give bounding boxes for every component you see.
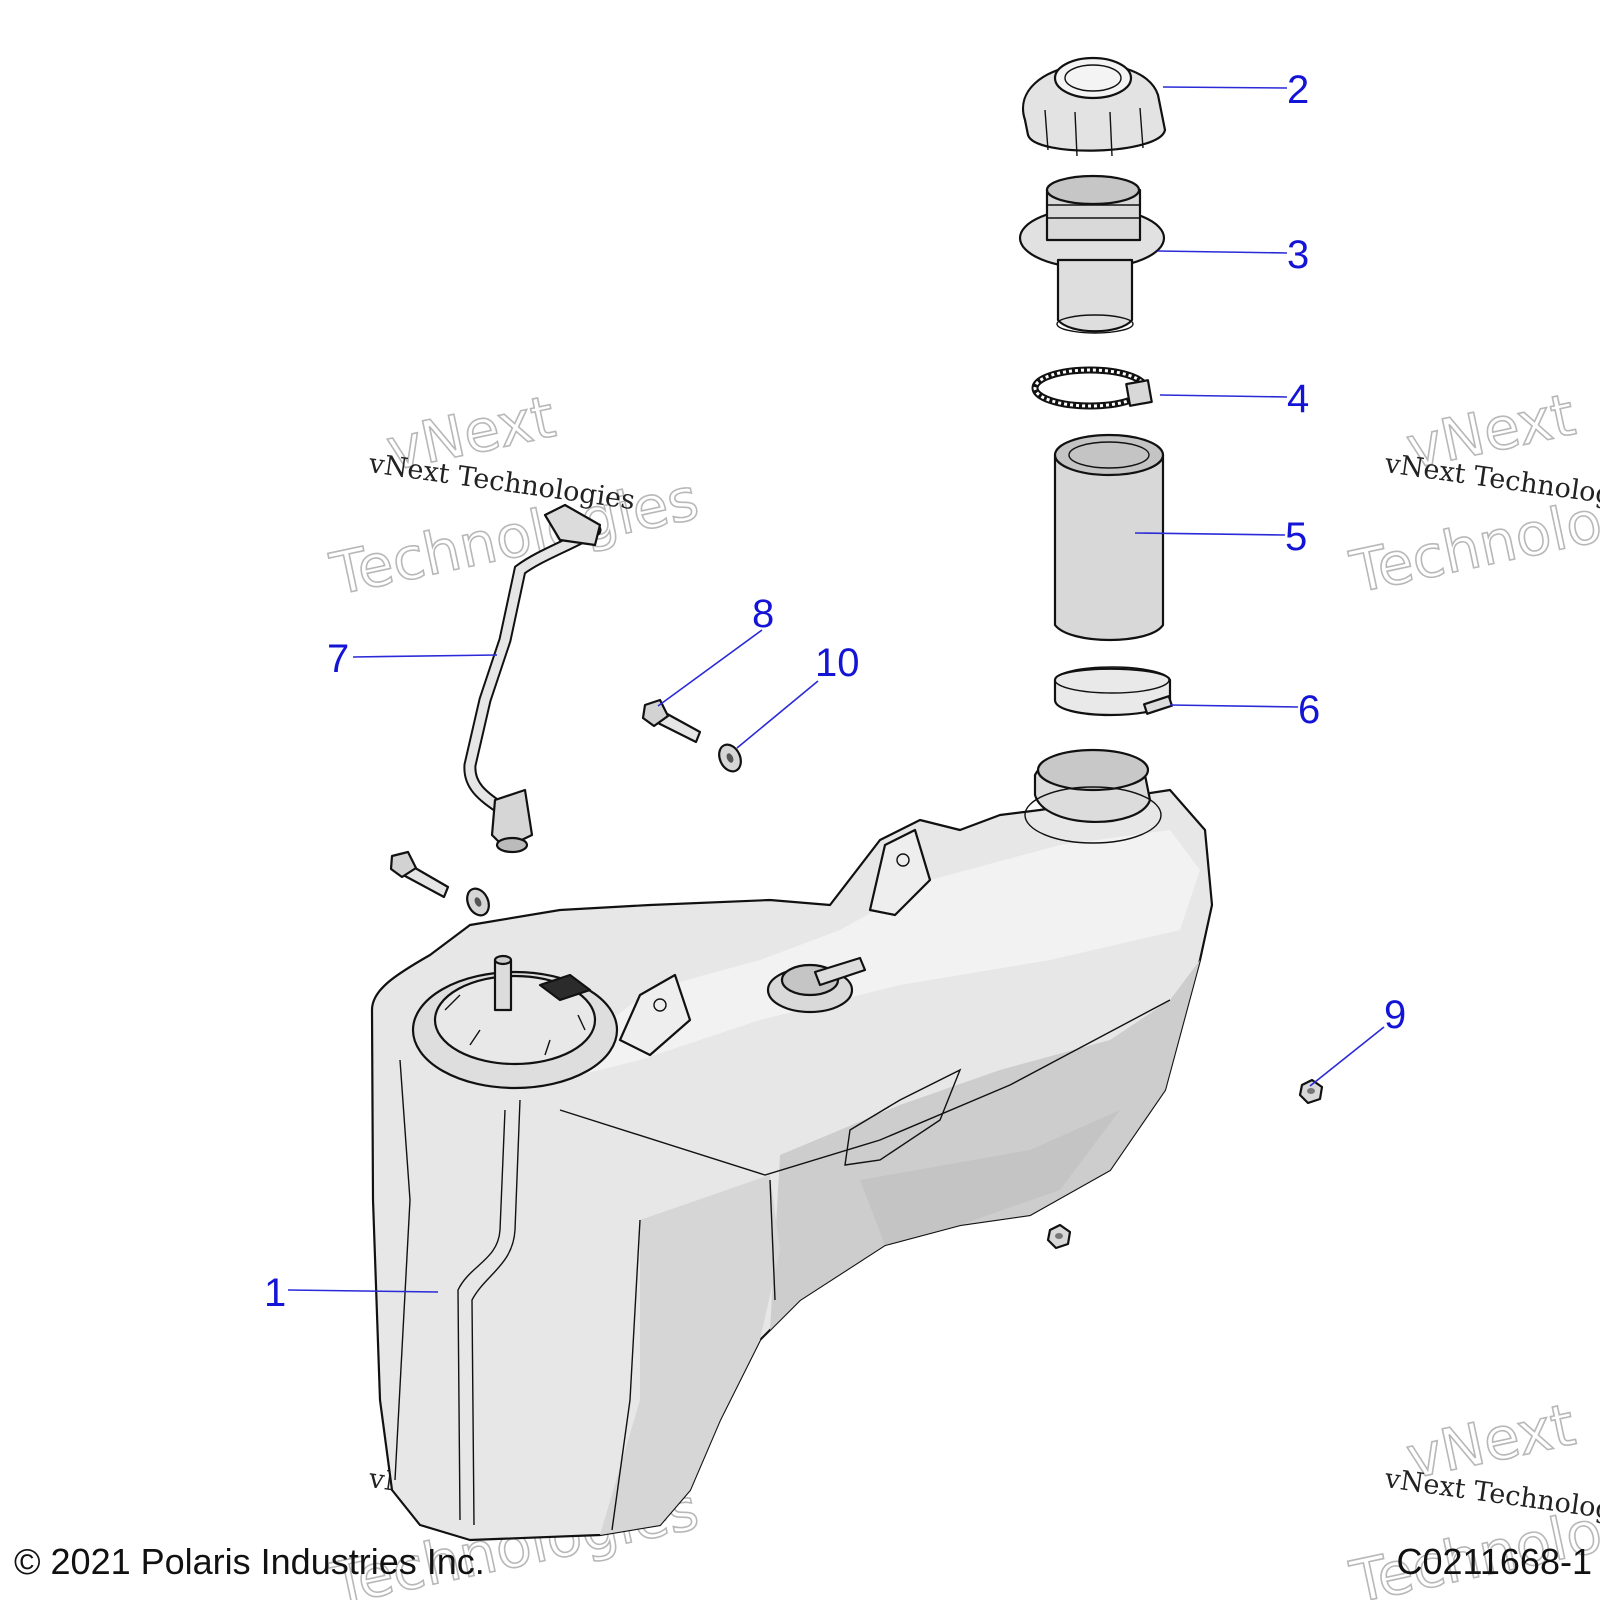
callout-1: 1 [264,1271,286,1315]
leader-line-3 [1157,250,1288,254]
leader-line-7 [352,654,498,658]
washer-upper [718,743,742,773]
callout-3: 3 [1287,233,1309,277]
callout-8: 8 [752,592,774,636]
leader-line-4 [1159,394,1288,398]
figure-code: C0211668-1 [1397,1541,1593,1582]
leader-lines [287,86,1385,1293]
nut [1298,1078,1324,1105]
leader-line-5 [1134,532,1286,536]
callout-7: 7 [327,637,349,681]
leader-line-1 [287,1289,439,1293]
leader-line-6 [1169,704,1299,708]
fuel-tank [370,748,1214,1542]
callout-4: 4 [1287,377,1309,421]
band-clamp-lower [1053,666,1174,717]
callout-6: 6 [1298,688,1320,732]
bolt-left [389,850,450,899]
callout-10: 10 [815,641,860,685]
leader-line-10 [736,680,819,749]
filler-neck [1018,174,1166,334]
bolt-upper [641,698,702,744]
callout-5: 5 [1285,515,1307,559]
copyright-text: © 2021 Polaris Industries Inc. [14,1541,485,1582]
callout-2: 2 [1287,68,1309,112]
fuel-cap [1022,56,1167,157]
hose-clamp-upper [1031,366,1153,410]
filler-hose [1053,433,1165,642]
leader-line-9 [1309,1026,1385,1087]
leader-line-8 [657,629,763,707]
callout-labels: 1 2 3 4 5 6 7 8 9 10 [264,68,1406,1315]
callout-9: 9 [1384,993,1406,1037]
leader-line-2 [1162,86,1288,89]
washer-left [466,887,490,917]
vent-line [463,503,602,854]
